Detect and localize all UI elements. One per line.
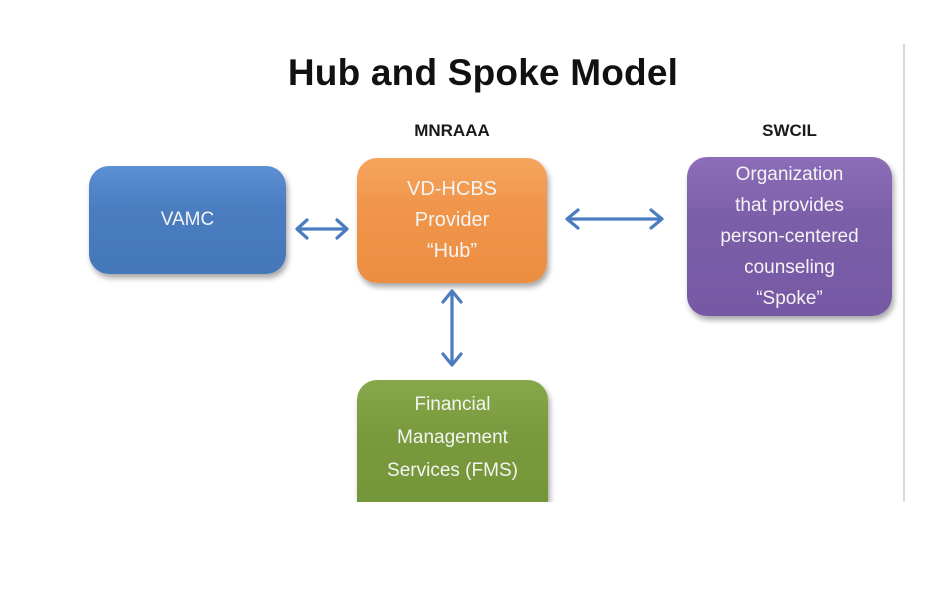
vamc-node-text: VAMC <box>160 209 215 230</box>
fms-node-text: Financial Management Services (FMS) <box>387 394 518 481</box>
hub-node-text: VD-HCBS Provider “Hub” <box>406 178 497 262</box>
vamc-node: VAMC <box>89 166 286 274</box>
arrow-hub-spoke <box>565 208 664 230</box>
spoke-node: Organization that provides person-center… <box>687 157 892 316</box>
hub-node: VD-HCBS Provider “Hub” <box>357 158 547 283</box>
diagram-title: Hub and Spoke Model <box>287 52 679 93</box>
slide-edge-divider <box>903 44 905 502</box>
hub-org-label: MNRAAA <box>414 121 490 140</box>
arrow-vamc-hub <box>295 218 349 240</box>
arrow-hub-fms <box>441 289 463 367</box>
spoke-node-text: Organization that provides person-center… <box>720 164 859 309</box>
spoke-org-label: SWCIL <box>762 121 817 140</box>
bottom-whitespace <box>0 502 928 597</box>
fms-node: Financial Management Services (FMS) <box>357 380 548 520</box>
